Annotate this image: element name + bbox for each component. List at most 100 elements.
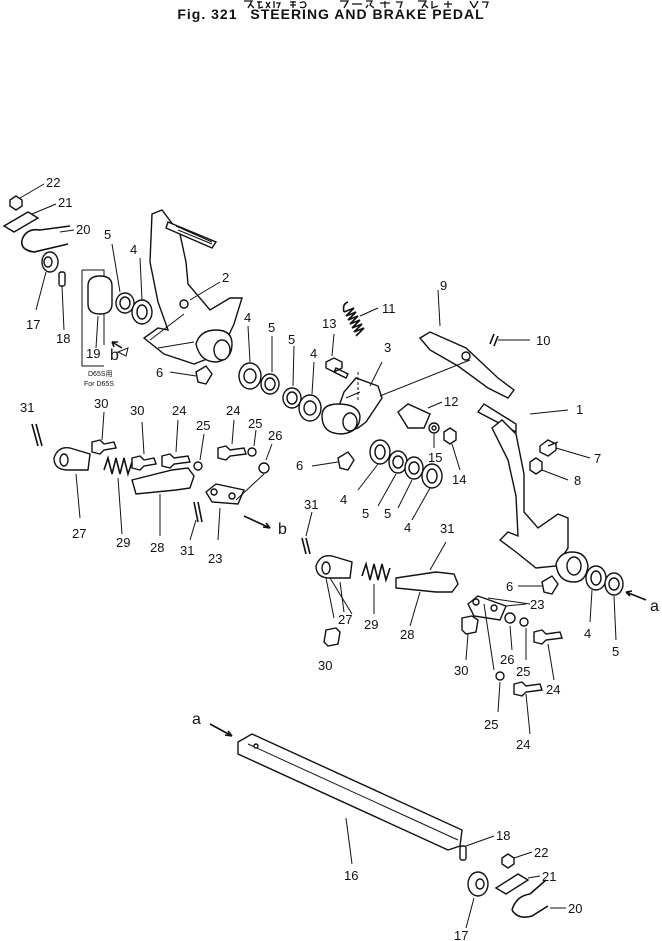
callout-2: 2 bbox=[222, 270, 229, 285]
lever-9-group bbox=[379, 289, 530, 399]
callout-7: 7 bbox=[594, 451, 601, 466]
callout-9: 9 bbox=[440, 278, 447, 293]
figure-number: Fig. 321 bbox=[177, 6, 238, 22]
callout-5: 5 bbox=[288, 332, 295, 347]
callout-29: 29 bbox=[116, 535, 130, 550]
callout-5: 5 bbox=[104, 227, 111, 242]
lower-right-linkage-group bbox=[459, 835, 566, 929]
callout-30: 30 bbox=[318, 658, 332, 673]
pin-30-a bbox=[91, 439, 117, 455]
callout-6: 6 bbox=[296, 458, 303, 473]
callout-16: 16 bbox=[344, 868, 358, 883]
figure-title: Fig. 321 STEERING AND BRAKE PEDAL bbox=[0, 6, 662, 22]
callout-31: 31 bbox=[440, 521, 454, 536]
pedal-1-assembly bbox=[476, 403, 591, 583]
upper-left-linkage-group bbox=[2, 183, 75, 331]
callout-4: 4 bbox=[404, 520, 411, 535]
cotter-31-a bbox=[31, 423, 43, 447]
yoke-28-b bbox=[395, 571, 459, 593]
callout-18: 18 bbox=[496, 828, 510, 843]
callout-30: 30 bbox=[94, 396, 108, 411]
callout-5: 5 bbox=[362, 506, 369, 521]
washer-25-c bbox=[519, 617, 529, 627]
spring-11 bbox=[342, 301, 365, 337]
callout-25: 25 bbox=[196, 418, 210, 433]
grease-fitting-6-a bbox=[195, 365, 213, 385]
callout-28: 28 bbox=[150, 540, 164, 555]
nut-14 bbox=[443, 427, 457, 445]
cotter-31-b bbox=[193, 501, 203, 523]
ref-letter-b-upper: b bbox=[110, 347, 119, 364]
callout-23: 23 bbox=[208, 551, 222, 566]
callout-14: 14 bbox=[452, 472, 466, 487]
pin-30-d bbox=[461, 615, 479, 635]
callout-5: 5 bbox=[384, 506, 391, 521]
shaft-16-group bbox=[209, 723, 463, 865]
callout-20: 20 bbox=[76, 222, 90, 237]
ref-letter-a-right: a bbox=[650, 598, 659, 615]
callout-24: 24 bbox=[172, 403, 186, 418]
callout-5: 5 bbox=[612, 644, 619, 659]
callout-21: 21 bbox=[58, 195, 72, 210]
bolt-24-c bbox=[533, 629, 563, 645]
pin-30-b bbox=[131, 455, 157, 471]
callout-13: 13 bbox=[322, 316, 336, 331]
callout-26: 26 bbox=[500, 652, 514, 667]
callout-29: 29 bbox=[364, 617, 378, 632]
lever-3-assembly bbox=[321, 301, 383, 435]
callout-12: 12 bbox=[444, 394, 458, 409]
japanese-title-fragment bbox=[0, 0, 662, 10]
ref-letter-b-lower: b bbox=[278, 521, 287, 538]
pin-18-lower bbox=[459, 845, 467, 861]
u-clevis-20-lower bbox=[511, 879, 549, 918]
bushing-19-group: D65S用 For D65S bbox=[81, 269, 114, 388]
callout-4: 4 bbox=[340, 492, 347, 507]
nut-8 bbox=[529, 457, 543, 475]
callout-1: 1 bbox=[576, 402, 583, 417]
callout-4: 4 bbox=[130, 242, 137, 257]
bracket-12 bbox=[397, 403, 431, 429]
callout-31: 31 bbox=[304, 497, 318, 512]
arrow-a-right bbox=[625, 590, 647, 601]
callout-19: 19 bbox=[86, 346, 100, 361]
callout-10: 10 bbox=[536, 333, 550, 348]
model-note-jp: D65S用 bbox=[88, 370, 113, 378]
nut-22-lower bbox=[501, 853, 515, 869]
callout-30: 30 bbox=[454, 663, 468, 678]
callout-5: 5 bbox=[268, 320, 275, 335]
callout-31: 31 bbox=[20, 400, 34, 415]
pin-10 bbox=[489, 333, 499, 347]
callout-6: 6 bbox=[156, 365, 163, 380]
plate-21-lower bbox=[494, 873, 530, 895]
nut-26-b bbox=[504, 612, 516, 624]
callout-25: 25 bbox=[516, 664, 530, 679]
ref-letter-a-left: a bbox=[192, 711, 201, 728]
callout-17: 17 bbox=[26, 317, 40, 332]
pin-30-c bbox=[323, 627, 341, 647]
callout-22: 22 bbox=[46, 175, 60, 190]
callout-8: 8 bbox=[574, 473, 581, 488]
spring-29-b bbox=[361, 561, 391, 583]
callout-28: 28 bbox=[400, 627, 414, 642]
washer-25-a bbox=[193, 461, 203, 471]
callout-25: 25 bbox=[484, 717, 498, 732]
yoke-28-a bbox=[131, 467, 195, 495]
bushing-19 bbox=[87, 275, 113, 315]
callout-3: 3 bbox=[384, 340, 391, 355]
shaft-16 bbox=[237, 733, 463, 851]
bolt-24-d bbox=[513, 681, 543, 697]
model-note-en: For D65S bbox=[84, 381, 114, 388]
callout-25: 25 bbox=[248, 416, 262, 431]
callout-24: 24 bbox=[516, 737, 530, 752]
cotter-31-c bbox=[301, 537, 311, 555]
bolt-24-b bbox=[217, 445, 247, 461]
arrow-b-lower bbox=[243, 515, 271, 529]
callout-22: 22 bbox=[534, 845, 548, 860]
grease-fitting-6-c bbox=[541, 575, 559, 595]
reference-letters: a a b b bbox=[110, 347, 659, 728]
callout-4: 4 bbox=[244, 310, 251, 325]
callout-24: 24 bbox=[226, 403, 240, 418]
right-rod-linkage bbox=[301, 511, 563, 735]
washer-25-b bbox=[247, 447, 257, 457]
